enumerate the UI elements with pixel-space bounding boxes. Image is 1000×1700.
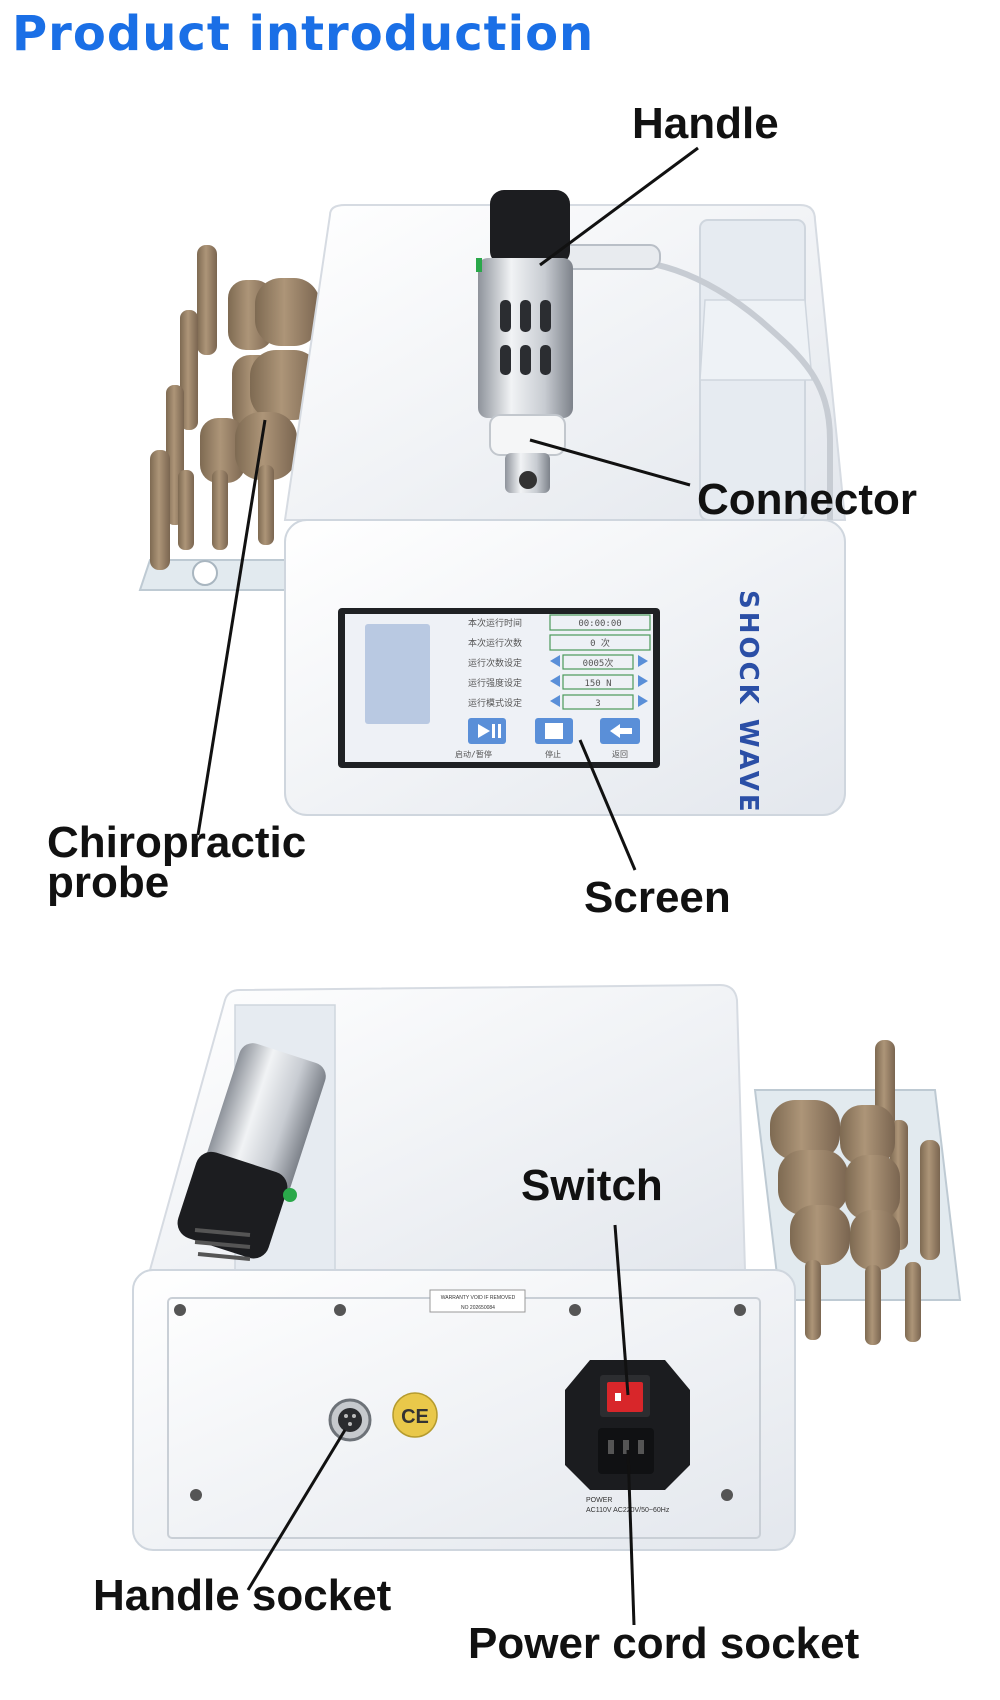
- callout-screen: Screen: [584, 873, 731, 922]
- callout-power-cord-socket: Power cord socket: [468, 1619, 860, 1668]
- screen-buttons: 启动/暂停 停止 返回: [455, 718, 640, 759]
- power-switch: [607, 1382, 643, 1412]
- ce-mark-text: CE: [401, 1406, 429, 1428]
- ce-mark: [392, 1392, 438, 1438]
- shockwave-handle: [476, 190, 573, 493]
- callout-handle: Handle: [632, 99, 779, 148]
- device-brand-label: SHOCK WAVE: [733, 590, 763, 815]
- screen-row-value: 00:00:00: [578, 619, 621, 629]
- screen-row-label: 运行模式设定: [468, 697, 522, 709]
- front-leader-lines: [196, 146, 699, 871]
- screen-row-value: 0005次: [583, 657, 614, 669]
- callout-chiropractic-probe: Chiropractic probe: [47, 818, 307, 908]
- back-chiropractic-probes: [770, 1040, 940, 1345]
- back-handle: [177, 1043, 326, 1261]
- screen-row-value: 0 次: [590, 637, 610, 649]
- page-title: Product introduction: [12, 6, 595, 62]
- button-caption: 返回: [612, 750, 628, 759]
- screen-row-label: 运行次数设定: [468, 657, 522, 669]
- button-caption: 启动/暂停: [455, 749, 492, 759]
- power-module: [565, 1360, 690, 1490]
- power-label-line2: AC110V AC220V/50~60Hz: [586, 1507, 670, 1514]
- back-device: WARRANTY VOID IF REMOVED NO 202650084 CE…: [132, 983, 962, 1551]
- power-label-line1: POWER: [586, 1497, 612, 1504]
- back-leader-lines: [246, 1224, 636, 1626]
- handle-socket: [328, 1398, 372, 1442]
- screws: [174, 1304, 746, 1501]
- screen-row-label: 本次运行时间: [468, 617, 522, 629]
- screen-row-value: 3: [595, 699, 600, 709]
- screen-row-label: 运行强度设定: [468, 677, 522, 689]
- warranty-sticker-line1: WARRANTY VOID IF REMOVED: [441, 1295, 516, 1301]
- screen-row-value: 150 N: [584, 679, 611, 689]
- warranty-sticker: [429, 1289, 526, 1313]
- callout-handle-socket: Handle socket: [93, 1571, 392, 1620]
- callout-connector: Connector: [697, 475, 917, 524]
- callout-switch: Switch: [521, 1161, 663, 1210]
- button-caption: 停止: [545, 749, 561, 759]
- warranty-sticker-line2: NO 202650084: [461, 1305, 495, 1311]
- screen-row-label: 本次运行次数: [468, 637, 522, 649]
- front-device: 本次运行时间 00:00:00 本次运行次数 0 次 运行次数设定 0005次 …: [138, 190, 847, 816]
- chiropractic-probes: [150, 245, 320, 570]
